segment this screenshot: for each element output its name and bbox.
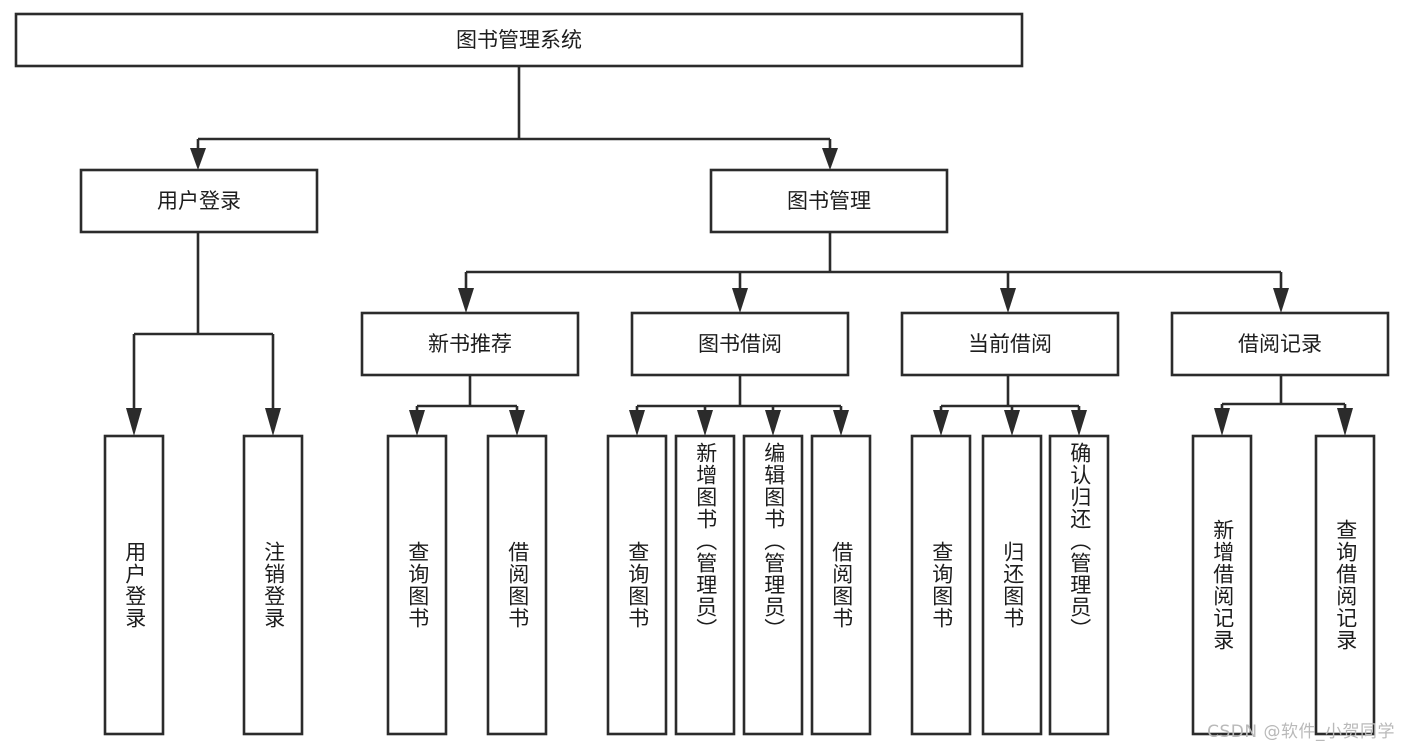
leaf-query-book-current-box[interactable] [910,434,972,736]
leaf-query-book-borrow-box[interactable] [606,434,668,736]
node-new-book-recommend[interactable]: 新书推荐 [360,311,580,377]
leaf-user-login-box[interactable] [103,434,165,736]
connector-group-root-to-level2 [190,66,838,170]
connector-group-borrow-record-to-leaves [1214,375,1353,436]
leaf-add-borrow-record-box[interactable] [1191,434,1253,736]
arrowhead-leaf-return-book [1004,410,1020,436]
arrowhead-book-borrow [732,288,748,313]
leaf-query-book-recommend-box[interactable] [386,434,448,736]
arrowhead-leaf-user-login [126,408,142,436]
arrowhead-book-management [822,148,838,170]
leaf-confirm-return-admin-box[interactable] [1048,434,1110,736]
arrowhead-leaf-borrow-book-recommend [509,410,525,436]
arrowhead-leaf-query-book-borrow [629,410,645,436]
node-book-management-label: 图书管理 [787,189,871,213]
leaf-return-book-box[interactable] [981,434,1043,736]
arrowhead-borrow-record [1273,288,1289,313]
node-new-book-recommend-label: 新书推荐 [428,332,512,356]
arrowhead-leaf-edit-book-admin [765,410,781,436]
arrowhead-leaf-add-borrow-record [1214,408,1230,436]
arrowhead-leaf-query-book-recommend [409,410,425,436]
leaf-add-book-admin-box[interactable] [674,434,736,736]
node-current-borrow[interactable]: 当前借阅 [900,311,1120,377]
arrowhead-leaf-query-borrow-record [1337,408,1353,436]
arrowhead-leaf-add-book-admin [697,410,713,436]
node-borrow-record-label: 借阅记录 [1238,332,1322,356]
arrowhead-current-borrow [1000,288,1016,313]
node-book-management-box[interactable] [709,168,949,234]
arrowhead-new-book-recommend [458,288,474,313]
node-borrow-record[interactable]: 借阅记录 [1170,311,1390,377]
leaf-edit-book-admin-box[interactable] [742,434,804,736]
node-borrow-record-box[interactable] [1170,311,1390,377]
node-root-label: 图书管理系统 [456,28,582,52]
arrowhead-leaf-query-book-current [933,410,949,436]
node-user-login-box[interactable] [79,168,319,234]
node-new-book-recommend-box[interactable] [360,311,580,377]
leaf-borrow-book-recommend-box[interactable] [486,434,548,736]
connector-group-user-login-to-leaves [126,232,281,436]
connector-group-book-borrow-to-leaves [629,375,849,436]
arrowhead-leaf-confirm-return-admin [1071,410,1087,436]
csdn-watermark: CSDN @软件_小贺同学 [1207,722,1395,742]
node-root[interactable]: 图书管理系统 [14,12,1024,68]
node-current-borrow-box[interactable] [900,311,1120,377]
node-book-borrow-box[interactable] [630,311,850,377]
node-root-box[interactable] [14,12,1024,68]
node-user-login-label: 用户登录 [157,189,241,213]
arrowhead-leaf-borrow-book [833,410,849,436]
leaf-query-borrow-record-box[interactable] [1314,434,1376,736]
node-book-borrow-label: 图书借阅 [698,332,782,356]
node-user-login[interactable]: 用户登录 [79,168,319,234]
connector-group-book-management-to-level3 [458,232,1289,313]
connector-group-current-borrow-to-leaves [933,375,1087,436]
node-book-borrow[interactable]: 图书借阅 [630,311,850,377]
arrowhead-leaf-logout [265,408,281,436]
leaf-logout-box[interactable] [242,434,304,736]
leaf-borrow-book-box[interactable] [810,434,872,736]
arrowhead-user-login [190,148,206,170]
leaf-boxes [103,434,1376,736]
connector-group-new-book-to-leaves [409,375,525,436]
node-current-borrow-label: 当前借阅 [968,332,1052,356]
node-book-management[interactable]: 图书管理 [709,168,949,234]
